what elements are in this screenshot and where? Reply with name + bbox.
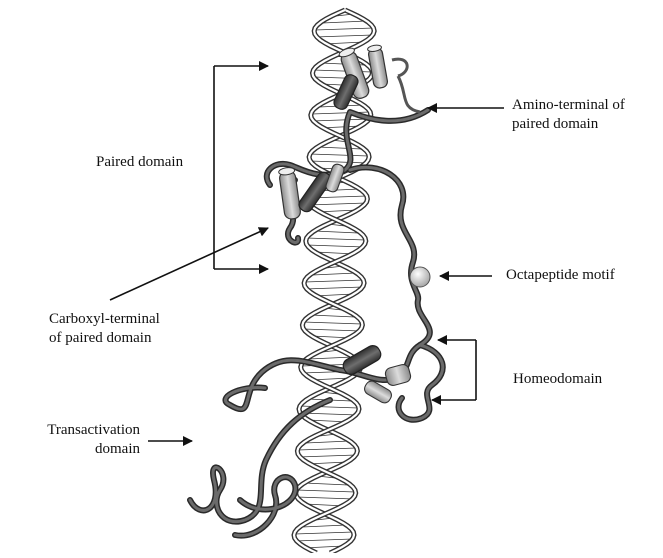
paired-domain-bracket	[214, 66, 268, 269]
base-pair-rung	[307, 238, 365, 240]
label-amino-terminal: Amino-terminal of paired domain	[512, 96, 625, 134]
base-pair-rung	[318, 147, 362, 149]
label-line: Carboxyl-terminal	[49, 310, 160, 329]
base-pair-rung	[297, 497, 354, 499]
base-pair-rung	[311, 315, 355, 317]
label-homeodomain: Homeodomain	[513, 370, 602, 389]
base-pair-rung	[304, 483, 348, 485]
base-pair-rung	[302, 525, 346, 527]
base-pair-rung	[299, 455, 356, 457]
label-line: domain	[12, 440, 140, 459]
base-pair-rung	[323, 21, 367, 23]
octapeptide-sphere	[410, 267, 430, 287]
label-line: of paired domain	[49, 329, 160, 348]
base-pair-rung	[314, 231, 358, 233]
base-pair-rung	[305, 287, 362, 289]
helix-cylinder	[367, 44, 388, 89]
base-pair-rung	[307, 245, 364, 247]
base-pair-rung	[315, 28, 373, 30]
base-pair-rung	[312, 273, 356, 275]
base-pair-rung	[310, 161, 367, 163]
label-paired-domain: Paired domain	[96, 153, 183, 172]
base-pair-rung	[306, 441, 350, 443]
homeodomain-bracket	[432, 340, 476, 400]
base-pair-rung	[297, 490, 355, 492]
base-pair-rung	[298, 448, 356, 450]
base-pair-rung	[310, 154, 368, 156]
helix-cylinder	[384, 363, 412, 387]
carboxyl-terminal-arrow	[110, 228, 268, 300]
base-pair-rung	[305, 280, 363, 282]
label-octapeptide-motif: Octapeptide motif	[506, 266, 615, 285]
helix-cylinder-dark	[341, 343, 384, 377]
base-pair-rung	[304, 329, 361, 331]
base-pair-rung	[295, 539, 352, 541]
base-pair-rung	[315, 35, 372, 37]
label-transactivation-domain: Transactivation domain	[12, 421, 140, 459]
base-pair-rung	[313, 70, 371, 72]
label-line: paired domain	[512, 115, 625, 134]
base-pair-rung	[309, 357, 353, 359]
base-pair-rung	[312, 119, 369, 121]
label-line: Transactivation	[12, 421, 140, 440]
label-line: Amino-terminal of	[512, 96, 625, 115]
base-pair-rung	[295, 532, 353, 534]
helix-cylinder	[278, 167, 301, 220]
amino-terminal-helices	[332, 44, 420, 112]
label-carboxyl-terminal: Carboxyl-terminal of paired domain	[49, 310, 160, 348]
base-pair-rung	[303, 322, 361, 324]
base-pair-rung	[309, 203, 366, 205]
